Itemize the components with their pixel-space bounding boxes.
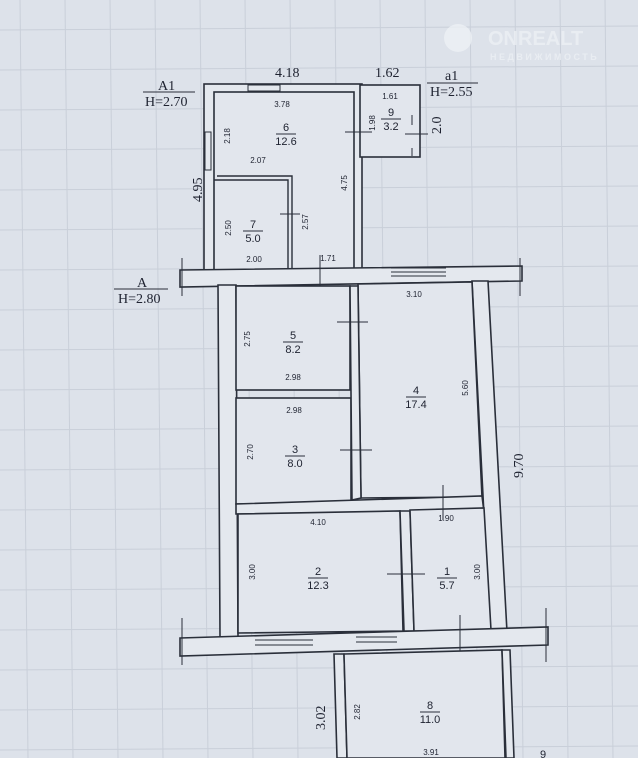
annex-room-9	[345, 84, 428, 158]
room-dimension: 4.75	[340, 175, 349, 191]
room-dimension: 2.50	[224, 220, 233, 236]
room-dimension: 2.82	[353, 704, 362, 720]
room-number: 2	[315, 566, 321, 578]
room-1: 1 5.7 1.90 3.00	[437, 514, 482, 592]
dim-4-18: 4.18	[275, 66, 300, 81]
grid-line	[0, 65, 638, 71]
grid-line	[64, 0, 74, 758]
room-number: 8	[427, 700, 433, 712]
grid-line	[0, 25, 638, 31]
room-number: 5	[290, 330, 296, 342]
room-dimension: 2.00	[246, 255, 262, 264]
room-9: 9 3.2 1.61 1.98	[368, 92, 401, 133]
room-dimension: 3.00	[473, 564, 482, 580]
room-dimension: 2.07	[250, 156, 266, 165]
svg-text:a1: a1	[445, 69, 458, 84]
room-dimension: 2.70	[246, 444, 255, 460]
watermark-logo: ONREALT НЕДВИЖИМОСТЬ	[444, 24, 599, 62]
room-dimension: 1.98	[368, 115, 377, 131]
room-dimension: 2.18	[223, 128, 232, 144]
room-number: 9	[388, 107, 394, 119]
lower-block	[333, 649, 515, 758]
svg-text:H=2.70: H=2.70	[145, 95, 188, 110]
dim-4-95: 4.95	[191, 178, 206, 203]
room-number: 6	[283, 122, 289, 134]
section-label-A: A H=2.80	[114, 276, 168, 307]
grid-line	[199, 0, 209, 758]
room-4: 4 17.4 3.10 5.60	[405, 290, 470, 411]
room-number: 1	[444, 566, 450, 578]
room-area: 8.0	[287, 458, 302, 470]
dim-3-02: 3.02	[314, 706, 329, 731]
grid-line	[0, 665, 638, 671]
svg-text:H=2.55: H=2.55	[430, 85, 473, 100]
room-dimension: 3.10	[406, 290, 422, 299]
room-area: 3.2	[383, 121, 398, 133]
room-area: 5.7	[439, 580, 454, 592]
room-dimension: 2.98	[285, 373, 301, 382]
room-area: 11.0	[420, 714, 441, 726]
grid-line	[154, 0, 164, 758]
room-area: 8.2	[285, 344, 300, 356]
grid-line	[604, 0, 614, 758]
room-dimension: 2.57	[301, 214, 310, 230]
grid-line	[0, 705, 638, 711]
annex-a1	[203, 83, 363, 275]
room-area: 5.0	[245, 233, 260, 245]
room-number: 3	[292, 444, 298, 456]
room-7: 7 5.0 2.50 2.57 2.00	[224, 214, 310, 264]
room-area: 12.3	[307, 580, 328, 592]
section-label-a1: a1 H=2.55	[427, 69, 478, 100]
room-area: 12.6	[275, 136, 296, 148]
watermark-brand: ONREALT	[488, 28, 583, 50]
room-dimension: 5.60	[461, 380, 470, 396]
watermark-subtitle: НЕДВИЖИМОСТЬ	[490, 52, 599, 62]
room-dimension: 3.00	[248, 564, 257, 580]
room-dimension: 2.75	[243, 331, 252, 347]
room-dimension: 2.98	[286, 406, 302, 415]
dim-9-70: 9.70	[512, 454, 527, 479]
main-block	[217, 280, 508, 638]
section-label-A1: A1 H=2.70	[143, 79, 195, 110]
room-8: 8 11.0 2.82 3.91	[353, 700, 440, 757]
room-5: 5 8.2 2.75 2.98	[243, 330, 303, 382]
main-top-wall	[179, 255, 523, 296]
dim-1-62: 1.62	[375, 66, 400, 81]
room-number: 7	[250, 219, 256, 231]
grid-line	[19, 0, 29, 758]
room-3: 3 8.0 2.98 2.70	[246, 406, 305, 470]
room-number: 4	[413, 385, 419, 397]
room-dimension: 1.71	[320, 254, 336, 263]
partial-room-label: 9	[540, 749, 546, 758]
room-dimension: 1.61	[382, 92, 398, 101]
room-dimension: 1.90	[438, 514, 454, 523]
svg-text:A1: A1	[158, 79, 175, 94]
grid-line	[559, 0, 569, 758]
room-dimension: 4.10	[310, 518, 326, 527]
svg-text:A: A	[137, 276, 148, 291]
room-area: 17.4	[405, 399, 426, 411]
main-bottom-wall	[179, 608, 549, 665]
room-dimension: 3.91	[423, 748, 439, 757]
grid-line	[109, 0, 119, 758]
room-dimension: 3.78	[274, 100, 290, 109]
svg-text:H=2.80: H=2.80	[118, 292, 161, 307]
dim-2-0: 2.0	[430, 117, 445, 135]
room-6: 6 12.6 3.78 2.18 2.07 4.75 1.71	[223, 100, 349, 263]
grid-line	[0, 745, 638, 751]
room-2: 2 12.3 4.10 3.00	[248, 518, 329, 592]
